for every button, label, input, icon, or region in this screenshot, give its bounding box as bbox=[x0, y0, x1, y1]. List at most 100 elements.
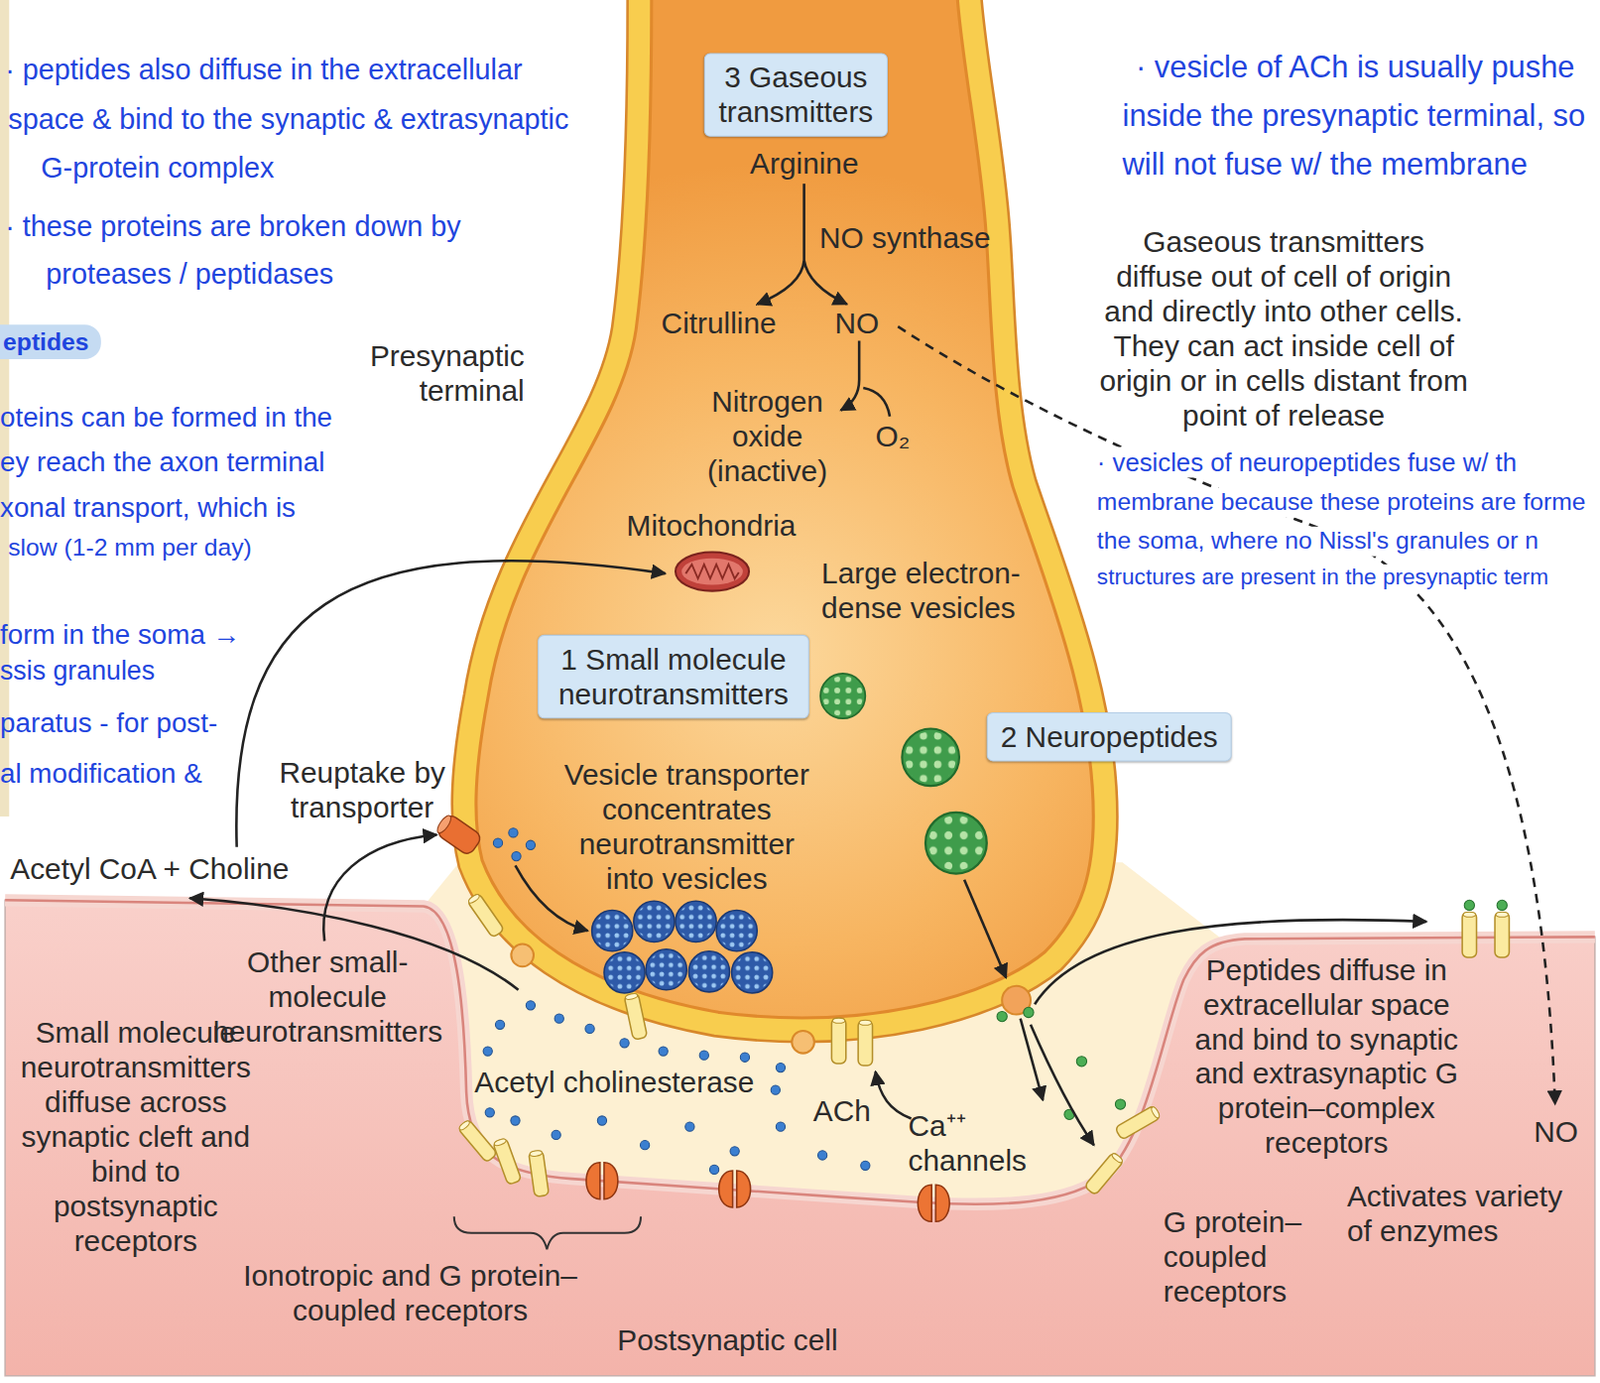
molecule bbox=[485, 1107, 494, 1117]
peptide bbox=[1114, 1099, 1125, 1109]
part-label: Reuptake by transporter bbox=[270, 754, 455, 825]
loading-arrow bbox=[514, 864, 588, 931]
reaction-arrow bbox=[804, 259, 848, 304]
part-label: NO bbox=[834, 306, 879, 342]
peptide bbox=[1464, 899, 1475, 910]
handwritten-note: ey reach the axon terminal bbox=[0, 446, 325, 480]
receptor bbox=[528, 1149, 550, 1197]
handwritten-note: xonal transport, which is bbox=[0, 491, 296, 524]
mitochondrion-inner bbox=[681, 558, 743, 586]
handwritten-note: inside the presynaptic terminal, so bbox=[1122, 97, 1587, 134]
molecule bbox=[775, 1121, 785, 1131]
reuptake-transporter bbox=[433, 811, 484, 857]
molecule bbox=[525, 1000, 535, 1010]
reaction-arrow bbox=[841, 341, 861, 411]
reuptake-arrow bbox=[323, 834, 437, 941]
part-label: Acetyl cholinesterase bbox=[474, 1064, 754, 1100]
calcium-channel bbox=[858, 1019, 872, 1066]
handwritten-note: proteases / peptidases bbox=[45, 256, 334, 292]
molecule bbox=[770, 1085, 780, 1095]
receptor-bracket bbox=[454, 1216, 641, 1249]
molecule bbox=[492, 838, 502, 848]
transporter-top bbox=[434, 813, 454, 836]
molecule bbox=[699, 1050, 709, 1060]
receptor bbox=[1084, 1151, 1124, 1196]
molecule bbox=[685, 1121, 695, 1131]
terminal-outline bbox=[452, 0, 1118, 1042]
part-label: Mitochondria bbox=[626, 507, 797, 543]
part-label: Ionotropic and G protein–coupled recepto… bbox=[226, 1257, 594, 1328]
receptor bbox=[466, 892, 504, 939]
cristae bbox=[685, 564, 739, 579]
membrane-rim bbox=[452, 0, 1118, 1042]
vesicle bbox=[901, 728, 960, 786]
terminal-cytoplasm bbox=[452, 0, 1118, 1042]
handwritten-note: space & bind to the synaptic & extrasyna… bbox=[7, 102, 569, 137]
handwritten-note: structures are present in the presynapti… bbox=[1097, 564, 1549, 592]
peptide bbox=[1023, 1006, 1034, 1017]
molecule bbox=[818, 1150, 828, 1160]
mitochondrion-outer bbox=[675, 552, 749, 592]
part-label: NO bbox=[1533, 1113, 1579, 1149]
receptor bbox=[492, 1136, 522, 1185]
part-label: Other small-molecule neurotransmitters bbox=[205, 945, 451, 1050]
vesicle bbox=[675, 900, 717, 942]
box-text: 2 Neuropeptides bbox=[995, 719, 1223, 754]
acetylcholine-vesicles bbox=[592, 900, 773, 993]
section-tag-box: 1 Small molecule neurotransmitters bbox=[537, 634, 810, 719]
box-text: 3 Gaseous transmitters bbox=[713, 60, 879, 130]
handwritten-note: slow (1-2 mm per day) bbox=[7, 532, 252, 563]
part-label: Vesicle transporter concentrates neurotr… bbox=[551, 756, 823, 896]
ion-channel bbox=[719, 1170, 751, 1208]
handwritten-note: G-protein complex bbox=[40, 150, 274, 186]
part-label: Small molecule neurotransmitters diffuse… bbox=[13, 1015, 257, 1259]
molecule bbox=[483, 1046, 493, 1056]
diffusion-arrow bbox=[1030, 1024, 1095, 1145]
molecule bbox=[658, 1046, 668, 1056]
vesicle bbox=[732, 952, 773, 993]
part-label: Citrulline bbox=[661, 306, 777, 342]
part-label: Postsynaptic cell bbox=[616, 1322, 838, 1357]
molecule bbox=[510, 1115, 520, 1125]
ion-channel bbox=[917, 1184, 950, 1222]
molecule bbox=[551, 1129, 561, 1139]
handwritten-note: paratus - for post- bbox=[0, 706, 218, 739]
part-label: Arginine bbox=[749, 145, 859, 181]
note-heading: eptides bbox=[0, 324, 102, 360]
peptide bbox=[996, 1010, 1007, 1021]
molecule bbox=[597, 1115, 607, 1125]
vesicle bbox=[604, 952, 645, 993]
handwritten-note: the soma, where no Nissl's granules or n bbox=[1097, 526, 1539, 557]
part-label: Gaseous transmitters diffuse out of cell… bbox=[1098, 224, 1470, 433]
transporter-body bbox=[435, 813, 484, 858]
release-arrow bbox=[964, 879, 1006, 979]
receptor bbox=[1494, 911, 1509, 958]
receptor bbox=[1462, 911, 1477, 958]
vesicle bbox=[925, 812, 987, 874]
handwritten-note: ssis granules bbox=[0, 654, 155, 687]
fusing-vesicles bbox=[510, 944, 1031, 1054]
molecule bbox=[511, 851, 521, 861]
part-label: Peptides diffuse in extracellular space … bbox=[1183, 952, 1470, 1161]
peptide bbox=[1496, 899, 1507, 910]
part-label: Acetyl CoA + Choline bbox=[9, 851, 289, 886]
molecule bbox=[739, 1052, 749, 1062]
pointer-arrow bbox=[875, 1071, 912, 1118]
molecule bbox=[861, 1160, 870, 1170]
inner-membrane-line bbox=[452, 0, 1118, 1042]
handwritten-note: oteins can be formed in the bbox=[0, 400, 333, 434]
molecule bbox=[640, 1140, 650, 1150]
molecule bbox=[525, 840, 535, 850]
molecule bbox=[730, 1146, 739, 1156]
molecule bbox=[775, 1062, 785, 1072]
part-label: O₂ bbox=[875, 418, 911, 454]
receptors bbox=[457, 892, 1509, 1223]
reaction-arrow bbox=[756, 259, 804, 304]
part-label: NO synthase bbox=[819, 220, 990, 255]
part-label: G protein–coupled receptors bbox=[1163, 1204, 1317, 1309]
handwritten-note: membrane because these proteins are form… bbox=[1097, 488, 1587, 518]
part-label: ACh bbox=[813, 1093, 871, 1128]
box-text: 1 Small molecule neurotransmitters bbox=[546, 641, 800, 712]
